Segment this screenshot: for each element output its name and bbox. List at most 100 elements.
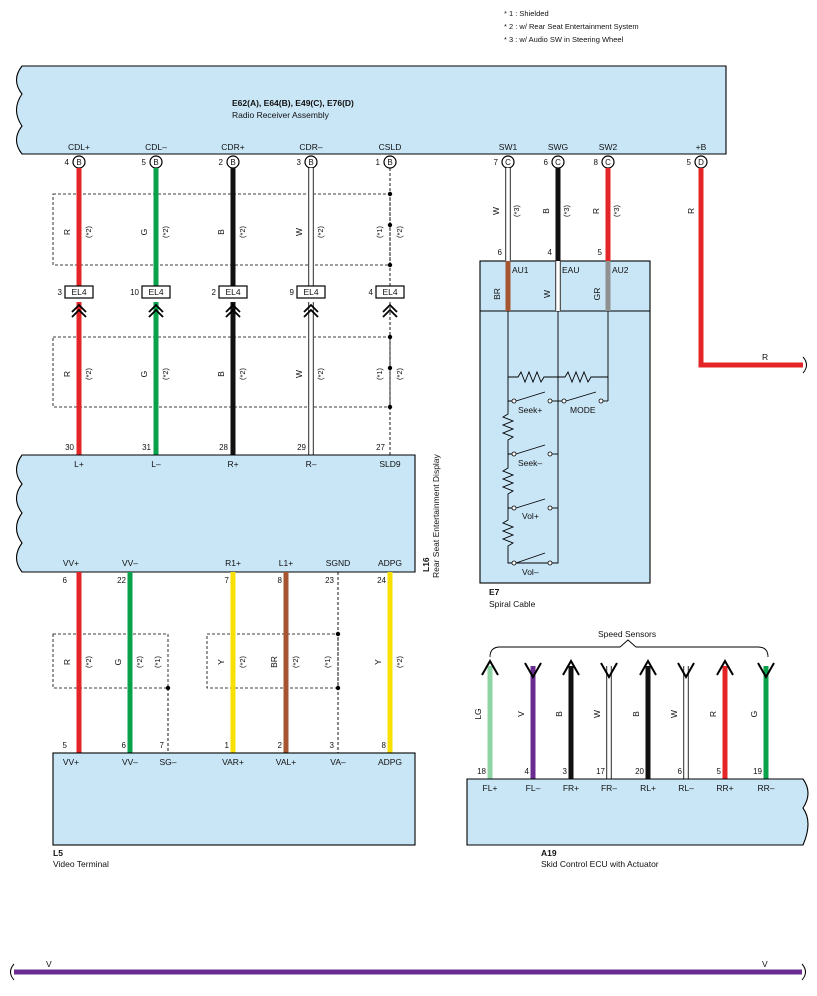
- el4-chevron-4: [382, 303, 398, 318]
- radio-terminal-7-conn-letter: C: [605, 158, 611, 167]
- speed-wire-color-1: V: [516, 711, 526, 717]
- video-terminal-id: L5: [53, 848, 63, 858]
- seek-minus-contact-a: [511, 451, 517, 457]
- rear-top-term-4: SLD9: [379, 459, 401, 469]
- el4-connector-label-0: EL4: [71, 287, 86, 297]
- radio-receiver-box: [15, 65, 727, 155]
- plus-b-wave-end: [802, 356, 807, 374]
- speed-pin-5: 6: [678, 767, 683, 776]
- el4-chevron-2: [225, 303, 241, 318]
- spiral-cable-name: Spiral Cable: [489, 599, 536, 609]
- spiral-inner-color-2: GR: [592, 288, 602, 301]
- violet-wire-right-end: [801, 963, 806, 981]
- skid-ecu-id: A19: [541, 848, 557, 858]
- violet-wire-label-right: V: [762, 959, 768, 969]
- seek-minus-blade: [515, 444, 546, 455]
- sw-wire-color-0: W: [491, 207, 501, 215]
- el4-connector-pin-4: 4: [369, 288, 374, 297]
- el4-connector-label-4: EL4: [382, 287, 397, 297]
- notes: * 1 : Shielded * 2 : w/ Rear Seat Entert…: [504, 9, 639, 44]
- speed-sensor-arrow-6: [716, 658, 734, 676]
- rear-display-id: L16: [421, 557, 431, 572]
- video-pin-0: 5: [63, 741, 68, 750]
- video-shield-left-note: (*1): [153, 655, 162, 668]
- rear-top-term-3: R–: [306, 459, 317, 469]
- video-pin-2: 7: [160, 741, 165, 750]
- rear-top-pin-4: 27: [376, 443, 385, 452]
- switch-label-mode: MODE: [570, 405, 596, 415]
- radio-terminal-7-name: SW2: [599, 142, 618, 152]
- sw-wire-color-1: B: [541, 208, 551, 214]
- rear-top-pin-3: 29: [297, 443, 306, 452]
- rear-seat-display: L16 Rear Seat Entertainment Display: [15, 453, 441, 578]
- rear-bottom-pin-4: 23: [325, 576, 334, 585]
- el4-upper-note-1: (*2): [161, 225, 170, 238]
- video-pin-4: 2: [278, 741, 283, 750]
- seek-plus-switch-blade: [515, 391, 546, 402]
- rear-bottom-term-3: L1+: [279, 558, 293, 568]
- el4-connector-4: [375, 285, 405, 299]
- video-pin-3: 1: [225, 741, 230, 750]
- spiral-cable: E7 Spiral Cable: [479, 260, 651, 609]
- rear-bottom-pin-2: 7: [225, 576, 230, 585]
- violet-wire-left-end: [10, 963, 15, 981]
- el4-connector-pin-1: 10: [130, 288, 139, 297]
- switch-circuit: Seek+ MODE Seek– Vol+ Vol–: [501, 311, 609, 577]
- video-shield-mid-junction-b: [335, 685, 341, 691]
- rear-bottom-term-4: SGND: [326, 558, 351, 568]
- video-wire-note-0: (*2): [84, 655, 93, 668]
- video-shield-mid-note: (*1): [323, 655, 332, 668]
- speed-pin-2: 3: [563, 767, 568, 776]
- el4-wires: RR(*2)(*2)EL43GG(*2)(*2)EL410BB(*2)(*2)E…: [58, 168, 405, 455]
- seek-minus-resistor: [501, 401, 515, 455]
- mode-switch-blade: [565, 391, 597, 402]
- video-wire-color-3: BR: [269, 656, 279, 668]
- rear-top-term-1: L–: [151, 459, 161, 469]
- radio-terminal-2-conn-letter: B: [230, 158, 235, 167]
- skid-term-3: FR–: [601, 783, 617, 793]
- note-rear-seat: * 2 : w/ Rear Seat Entertainment System: [504, 22, 639, 31]
- seek-plus-contact-b: [547, 398, 553, 404]
- sw-wire-note-0: (*3): [512, 204, 521, 217]
- el4-connector-3: [296, 285, 326, 299]
- radio-terminal-1-conn-letter: B: [153, 158, 158, 167]
- radio-terminal-5-pin: 7: [494, 158, 499, 167]
- vol-minus-contact-a: [511, 560, 517, 566]
- rear-top-pin-0: 30: [65, 443, 74, 452]
- el4-connector-label-2: EL4: [225, 287, 240, 297]
- vol-plus-contact-a: [511, 505, 517, 511]
- el4-chevron-3: [303, 303, 319, 318]
- vol-plus-contact-b: [547, 505, 553, 511]
- video-wire-note-4: (*2): [395, 655, 404, 668]
- el4-lower-note-2: (*2): [238, 367, 247, 380]
- vol-minus-contact-b: [547, 560, 553, 566]
- rear-top-pin-2: 28: [219, 443, 228, 452]
- video-terminal-box: [52, 752, 416, 846]
- radio-terminal-4-conn-letter: B: [387, 158, 392, 167]
- el4-upper-note-0: (*2): [84, 225, 93, 238]
- speed-sensor-arrow-5: [677, 662, 695, 680]
- switch-label-vol-minus: Vol–: [522, 567, 539, 577]
- spiral-terminal-0: AU1: [512, 265, 529, 275]
- rear-bottom-term-1: VV–: [122, 558, 138, 568]
- skid-term-7: RR–: [757, 783, 774, 793]
- speed-sensor-arrow-4: [639, 658, 657, 676]
- el4-connector-2: [218, 285, 248, 299]
- video-pin-1: 6: [122, 741, 127, 750]
- radio-terminal-1-name: CDL–: [145, 142, 167, 152]
- radio-terminal-4-pin: 1: [376, 158, 381, 167]
- speed-sensors-title: Speed Sensors: [598, 629, 656, 639]
- el4-lower-color-0: R: [62, 371, 72, 377]
- radio-terminal-4-name: CSLD: [379, 142, 402, 152]
- el4-connector-label-1: EL4: [148, 287, 163, 297]
- speed-sensor-arrow-2: [562, 658, 580, 676]
- rear-bottom-term-5: ADPG: [378, 558, 402, 568]
- plus-b-red-wire: [698, 168, 803, 368]
- el4-upper-color-1: G: [139, 229, 149, 236]
- el4-shield-junction-1: [387, 222, 393, 228]
- speed-wire-color-4: B: [631, 711, 641, 717]
- video-term-2: SG–: [159, 757, 176, 767]
- el4-lower-color-2: B: [216, 371, 226, 377]
- seek-minus-contact-b: [547, 451, 553, 457]
